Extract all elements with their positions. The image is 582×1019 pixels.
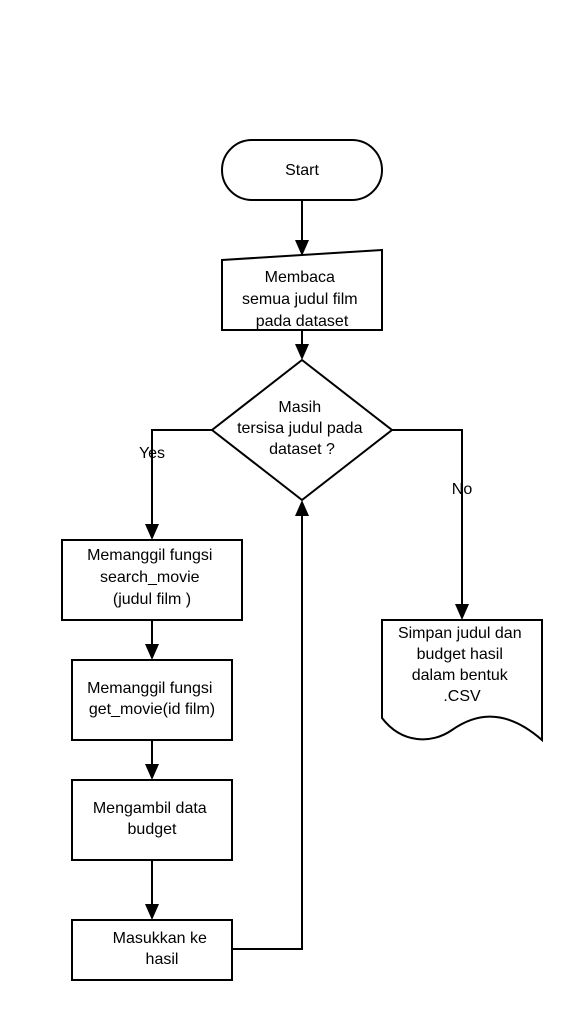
decision-line: dataset ? xyxy=(269,441,335,458)
start-node: Start xyxy=(221,139,383,201)
arrowhead-get-to-budget xyxy=(145,764,159,780)
read-titles-node: Membaca semua judul film pada dataset xyxy=(221,248,383,331)
get-movie-node: Memanggil fungsi get_movie(id film) xyxy=(71,659,233,741)
save-csv-node: Simpan judul dan budget hasil dalam bent… xyxy=(381,619,543,743)
arrowhead-budget-to-add xyxy=(145,904,159,920)
get-movie-box xyxy=(71,659,233,741)
start-text: Start xyxy=(285,162,319,179)
save-csv-line: budget hasil xyxy=(417,646,503,663)
get-budget-box xyxy=(71,779,233,861)
decision-diamond-shape xyxy=(210,358,394,502)
add-result-box xyxy=(71,919,233,981)
arrowhead-decision-yes xyxy=(145,524,159,540)
search-movie-box xyxy=(61,539,243,621)
arrowhead-search-to-get xyxy=(145,644,159,660)
manual-input-shape xyxy=(221,248,383,331)
save-csv-line: Simpan judul dan xyxy=(398,625,522,642)
edge-decision-yes xyxy=(151,429,212,524)
search-movie-text: Memanggil fungsi search_movie (judul fil… xyxy=(87,547,217,608)
decision-node: Masih tersisa judul pada dataset ? xyxy=(210,358,394,502)
add-result-line: hasil xyxy=(146,951,179,968)
save-csv-text: Simpan judul dan budget hasil dalam bent… xyxy=(398,625,526,705)
save-csv-line: .CSV xyxy=(443,688,481,705)
connectors xyxy=(145,200,469,950)
read-titles-line: semua judul film xyxy=(242,291,358,308)
no-label: No xyxy=(452,481,473,498)
read-titles-text: Membaca semua judul film pada dataset xyxy=(242,269,362,330)
add-result-text: Masukkan ke hasil xyxy=(113,930,212,968)
get-budget-node: Mengambil data budget xyxy=(71,779,233,861)
search-movie-line: search_movie xyxy=(100,569,200,586)
arrowhead-start-to-read xyxy=(295,240,309,256)
edge-add-loop-back xyxy=(232,516,303,950)
search-movie-node: Memanggil fungsi search_movie (judul fil… xyxy=(61,539,243,621)
search-movie-line: (judul film ) xyxy=(113,591,191,608)
get-budget-line: budget xyxy=(128,821,177,838)
decision-line: tersisa judul pada xyxy=(237,420,363,437)
yes-label: Yes xyxy=(139,445,165,462)
read-titles-line: Membaca xyxy=(265,269,335,286)
add-result-line: Masukkan ke xyxy=(113,930,207,947)
arrowhead-decision-no xyxy=(455,604,469,620)
arrowhead-add-loop-back xyxy=(295,500,309,516)
decision-line: Masih xyxy=(278,399,321,416)
search-movie-line: Memanggil fungsi xyxy=(87,547,212,564)
decision-text: Masih tersisa judul pada dataset ? xyxy=(237,399,367,458)
get-movie-text: Memanggil fungsi get_movie(id film) xyxy=(87,680,217,718)
start-line: Start xyxy=(285,162,319,179)
get-budget-text: Mengambil data budget xyxy=(93,800,211,838)
get-budget-line: Mengambil data xyxy=(93,800,207,817)
start-terminator-shape xyxy=(221,139,383,201)
read-titles-line: pada dataset xyxy=(256,313,349,330)
add-result-node: Masukkan ke hasil xyxy=(71,919,233,981)
edge-decision-no xyxy=(392,429,463,604)
save-csv-line: dalam bentuk xyxy=(412,667,509,684)
get-movie-line: Memanggil fungsi xyxy=(87,680,212,697)
document-shape xyxy=(381,619,543,743)
get-movie-line: get_movie(id film) xyxy=(89,701,215,718)
arrowhead-read-to-decision xyxy=(295,344,309,360)
